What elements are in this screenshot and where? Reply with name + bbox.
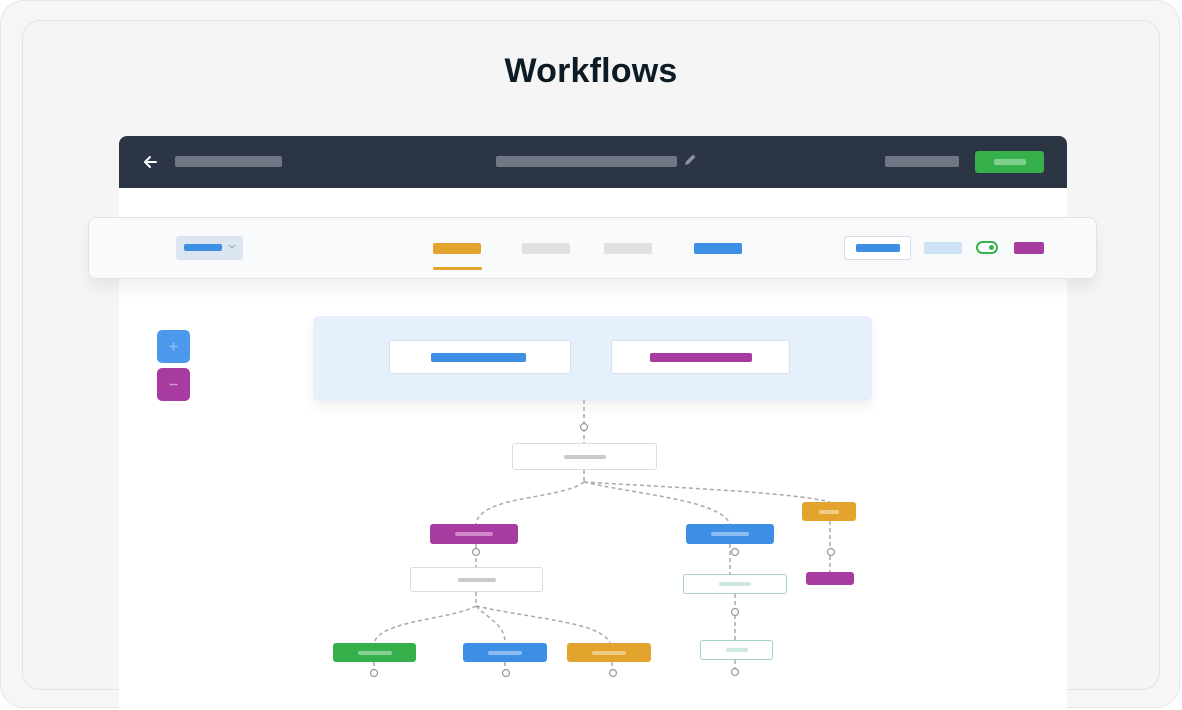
toolbar-field-placeholder bbox=[856, 244, 900, 252]
action-node-orange-2[interactable] bbox=[567, 643, 651, 662]
toggle-knob bbox=[989, 245, 994, 250]
toolbar-action-chip[interactable] bbox=[1014, 242, 1044, 254]
action-node-blue-2[interactable] bbox=[463, 643, 547, 662]
publish-label-placeholder bbox=[994, 159, 1026, 165]
action-node-blue[interactable] bbox=[686, 524, 774, 544]
node-placeholder bbox=[357, 650, 392, 655]
toolbar-field[interactable] bbox=[844, 236, 911, 260]
node-placeholder bbox=[455, 532, 493, 536]
step-node-outline-1[interactable] bbox=[683, 574, 787, 594]
editor-top-bar bbox=[119, 136, 1067, 188]
trigger-card-1-placeholder bbox=[431, 353, 526, 362]
condition-node-2[interactable] bbox=[410, 567, 543, 592]
page-title: Workflows bbox=[504, 52, 678, 90]
workflow-toolbar bbox=[88, 217, 1097, 279]
chevron-down-icon bbox=[228, 244, 236, 249]
step-node-outline-2[interactable] bbox=[700, 640, 773, 660]
toggle-icon[interactable] bbox=[976, 241, 998, 254]
tab-active[interactable] bbox=[433, 243, 481, 254]
zoom-out-button[interactable] bbox=[157, 368, 190, 401]
condition-node[interactable] bbox=[512, 443, 657, 470]
node-placeholder bbox=[563, 454, 606, 459]
zoom-in-button[interactable] bbox=[157, 330, 190, 363]
node-placeholder bbox=[719, 582, 751, 586]
tab-3[interactable] bbox=[604, 243, 652, 254]
trigger-card-2-placeholder bbox=[650, 353, 752, 362]
action-node-purple[interactable] bbox=[430, 524, 518, 544]
pencil-icon[interactable] bbox=[682, 152, 698, 168]
action-node-purple-small[interactable] bbox=[806, 572, 854, 585]
toolbar-chip[interactable] bbox=[924, 242, 962, 254]
plus-icon bbox=[169, 342, 178, 351]
action-node-green[interactable] bbox=[333, 643, 416, 662]
tab-2[interactable] bbox=[522, 243, 570, 254]
node-placeholder bbox=[725, 648, 748, 652]
tab-4[interactable] bbox=[694, 243, 742, 254]
node-placeholder bbox=[592, 650, 626, 655]
node-placeholder bbox=[711, 532, 749, 536]
dropdown-value-placeholder bbox=[184, 244, 222, 251]
publish-button[interactable] bbox=[975, 151, 1044, 173]
workflow-name-placeholder[interactable] bbox=[496, 156, 677, 167]
arrow-left-icon[interactable] bbox=[141, 153, 159, 171]
action-node-orange[interactable] bbox=[802, 502, 856, 521]
version-dropdown[interactable] bbox=[176, 236, 243, 260]
node-placeholder bbox=[819, 509, 839, 514]
secondary-action-placeholder[interactable] bbox=[885, 156, 959, 167]
minus-icon bbox=[169, 383, 178, 386]
trigger-card-1[interactable] bbox=[389, 340, 571, 374]
breadcrumb-placeholder bbox=[175, 156, 282, 167]
node-placeholder bbox=[457, 577, 496, 582]
node-placeholder bbox=[488, 650, 522, 655]
active-tab-indicator bbox=[433, 267, 482, 270]
trigger-card-2[interactable] bbox=[611, 340, 790, 374]
trigger-panel bbox=[313, 316, 872, 401]
